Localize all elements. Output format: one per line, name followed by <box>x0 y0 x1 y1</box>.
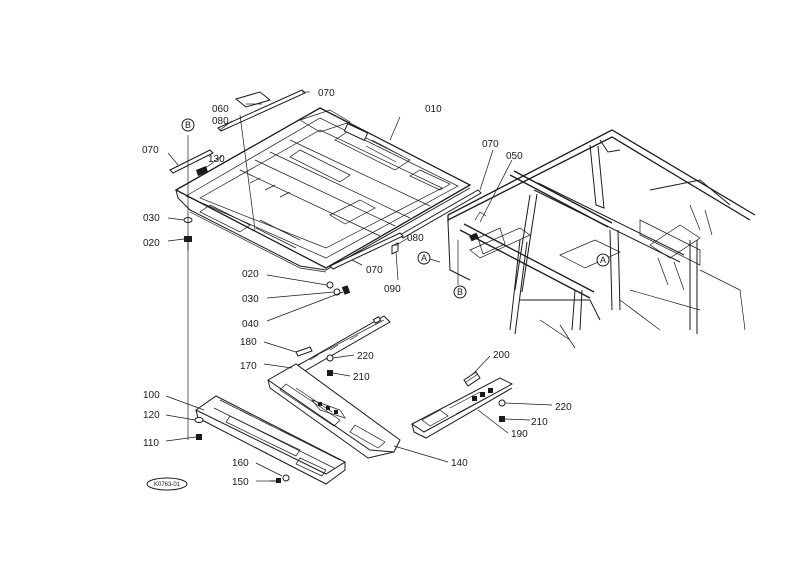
part-200 <box>463 371 481 387</box>
figure-reference: K0763-01 <box>146 477 188 491</box>
part-number-labels: 010 060 080 070 070 070 050 130 030 020 … <box>142 88 572 488</box>
label-030-left: 030 <box>143 213 160 224</box>
label-080-top: 080 <box>212 116 229 127</box>
label-090: 090 <box>384 284 401 295</box>
label-070-left: 070 <box>142 145 159 156</box>
pad-060 <box>234 91 272 108</box>
bracket-090 <box>391 242 399 255</box>
panel-100 <box>195 395 347 485</box>
label-020-center: 020 <box>242 269 259 280</box>
label-060: 060 <box>212 104 229 115</box>
label-070-top: 070 <box>318 88 335 99</box>
screws-center <box>326 354 334 376</box>
label-040: 040 <box>242 319 259 330</box>
panel-170 <box>289 315 391 377</box>
screws-bottom <box>270 474 290 483</box>
label-070-right: 070 <box>482 139 499 150</box>
fasteners-center <box>326 281 351 296</box>
ref-mark-b-top: B <box>181 118 195 132</box>
label-130: 130 <box>208 154 225 165</box>
label-020-left: 020 <box>143 238 160 249</box>
svg-text:A: A <box>421 253 427 263</box>
svg-text:B: B <box>457 287 463 297</box>
panel-140 <box>267 363 401 459</box>
label-050: 050 <box>506 151 523 162</box>
label-150: 150 <box>232 477 249 488</box>
label-220-center: 220 <box>357 351 374 362</box>
reference-marks: B A B A <box>181 118 610 299</box>
label-140: 140 <box>451 458 468 469</box>
svg-text:A: A <box>600 255 606 265</box>
cab-frame <box>447 129 756 349</box>
label-170: 170 <box>240 361 257 372</box>
svg-text:B: B <box>185 120 191 130</box>
label-120: 120 <box>143 410 160 421</box>
roof-panel <box>174 107 472 273</box>
ref-mark-b-mid: B <box>453 285 467 299</box>
panel-190 <box>411 377 514 439</box>
label-160: 160 <box>232 458 249 469</box>
screws-right <box>498 399 506 422</box>
svg-text:K0763-01: K0763-01 <box>154 482 181 488</box>
label-210-right: 210 <box>531 417 548 428</box>
label-100: 100 <box>143 390 160 401</box>
screws-left <box>194 417 204 440</box>
label-200: 200 <box>493 350 510 361</box>
label-190: 190 <box>511 429 528 440</box>
ref-mark-a-frame: A <box>596 253 610 267</box>
label-030-center: 030 <box>242 294 259 305</box>
label-220-right: 220 <box>555 402 572 413</box>
trim-strips <box>169 89 482 270</box>
label-180: 180 <box>240 337 257 348</box>
panel-180 <box>295 346 313 357</box>
label-070-bottom: 070 <box>366 265 383 276</box>
leader-lines <box>165 91 553 482</box>
label-210-center: 210 <box>353 372 370 383</box>
label-110: 110 <box>143 438 159 449</box>
label-010: 010 <box>425 104 442 115</box>
ref-mark-a-mid: A <box>417 251 431 265</box>
label-080-mid: 080 <box>407 233 424 244</box>
